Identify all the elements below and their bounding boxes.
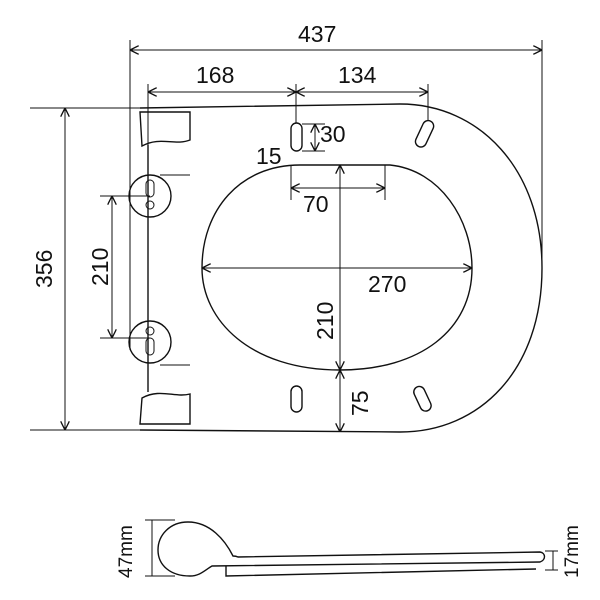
- dim-overall-width: 437: [298, 21, 336, 47]
- dim-hinge-spacing: 210: [87, 248, 113, 286]
- side-view-profile: [157, 521, 546, 577]
- side-view-base: [225, 566, 537, 577]
- hinge-post-bottom: [128, 320, 190, 366]
- dim-opening-top-width: 70: [303, 191, 329, 217]
- dimension-lines: [65, 50, 542, 432]
- slot-top-left: [290, 122, 303, 152]
- dim-overall-length: 356: [31, 250, 57, 288]
- slot-top-right: [414, 119, 435, 148]
- dim-hinge-to-slot: 168: [196, 62, 234, 88]
- dim-seat-thickness: 17mm: [562, 525, 583, 578]
- slot-bottom-right: [413, 385, 432, 412]
- dim-slot-height: 30: [320, 121, 346, 147]
- dim-opening-length: 210: [312, 302, 338, 340]
- dim-opening-width: 270: [368, 271, 406, 297]
- slot-bottom-left: [290, 385, 303, 413]
- hinge-cover-bottom: [139, 392, 191, 425]
- dim-hinge-thickness: 47mm: [116, 525, 137, 578]
- dim-slot-to-slot: 134: [338, 62, 377, 88]
- seat-outline: [139, 103, 543, 433]
- dim-front-margin: 75: [347, 390, 373, 416]
- dim-slot-width: 15: [256, 143, 282, 169]
- extension-lines: [30, 40, 543, 431]
- hinge-cover-top: [139, 111, 191, 148]
